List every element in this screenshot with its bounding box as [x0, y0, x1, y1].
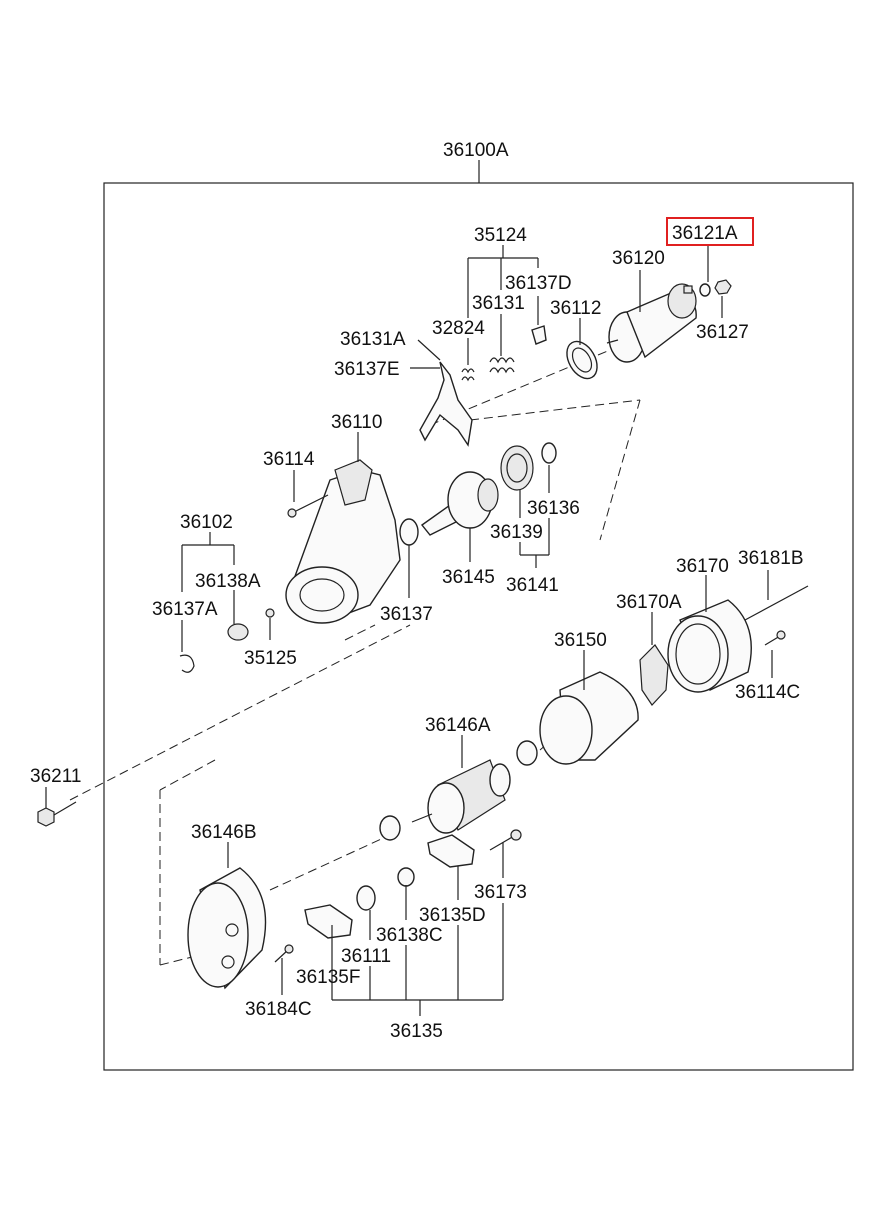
plate-36135D	[427, 834, 475, 868]
bushing-36138A	[227, 623, 249, 641]
label-36184C[interactable]: 36184C	[245, 999, 312, 1020]
label-36146B[interactable]: 36146B	[191, 822, 257, 843]
label-36114C[interactable]: 36114C	[735, 682, 800, 703]
ring-36137	[399, 518, 419, 546]
plug-35125	[265, 608, 275, 618]
end-cover-36146B	[187, 867, 267, 990]
armature-36146A	[411, 759, 511, 834]
label-36146A[interactable]: 36146A	[425, 715, 491, 736]
label-36111[interactable]: 36111	[341, 946, 391, 967]
label-36131[interactable]: 36131	[472, 293, 525, 314]
lever-36131A	[419, 361, 473, 447]
label-36139[interactable]: 36139	[490, 522, 543, 543]
washer-36138C	[397, 867, 415, 887]
label-36137D[interactable]: 36137D	[505, 273, 572, 294]
through-bolt-36181B	[744, 585, 809, 621]
label-36137[interactable]: 36137	[380, 604, 433, 625]
assembly-axes	[69, 349, 641, 966]
label-36145[interactable]: 36145	[442, 567, 495, 588]
label-35124[interactable]: 35124	[474, 225, 527, 246]
label-36141[interactable]: 36141	[506, 575, 559, 596]
screw-36184C	[274, 944, 294, 963]
bolt-36211	[37, 801, 77, 827]
part-labels: 36100A 36121A 35124 36120 36137D 36131 3…	[30, 140, 804, 1042]
label-36127[interactable]: 36127	[696, 322, 749, 343]
bearing-yoke	[516, 740, 538, 766]
label-36110[interactable]: 36110	[331, 412, 382, 433]
spring-32824	[461, 368, 475, 382]
label-36135D[interactable]: 36135D	[419, 905, 486, 926]
label-36102[interactable]: 36102	[180, 512, 233, 533]
brush-holder-36170A	[639, 644, 669, 706]
label-36100A[interactable]: 36100A	[443, 140, 509, 161]
label-36120[interactable]: 36120	[612, 248, 665, 269]
label-36136[interactable]: 36136	[527, 498, 580, 519]
label-36150[interactable]: 36150	[554, 630, 607, 651]
plate-36135F	[304, 904, 353, 939]
label-36137A[interactable]: 36137A	[152, 599, 218, 620]
yoke-36150	[539, 671, 639, 765]
gear-36139	[500, 445, 534, 491]
gasket-36112	[566, 340, 598, 380]
label-35125[interactable]: 35125	[244, 648, 297, 669]
leader-lines	[45, 245, 773, 1016]
label-36181B[interactable]: 36181B	[738, 548, 804, 569]
label-36135[interactable]: 36135	[390, 1021, 443, 1042]
label-36170[interactable]: 36170	[676, 556, 729, 577]
screw-36114C	[764, 630, 786, 646]
clutch-36145	[420, 471, 499, 536]
front-housing-36110	[285, 459, 401, 624]
washer-36121A	[699, 283, 711, 297]
bolt-36114	[287, 494, 329, 518]
rear-cover-36170	[667, 599, 752, 693]
screw-36173	[489, 829, 522, 851]
label-36114[interactable]: 36114	[263, 449, 315, 470]
o-ring-36111	[356, 885, 376, 911]
label-36138A[interactable]: 36138A	[195, 571, 261, 592]
nut-36127	[714, 279, 732, 295]
label-36135F[interactable]: 36135F	[296, 967, 360, 988]
solenoid-36120	[606, 283, 697, 363]
label-36131A[interactable]: 36131A	[340, 329, 406, 350]
label-36170A[interactable]: 36170A	[616, 592, 682, 613]
label-36112[interactable]: 36112	[550, 298, 601, 319]
label-36138C[interactable]: 36138C	[376, 925, 443, 946]
highlight-box-36121A	[666, 217, 754, 246]
label-36137E[interactable]: 36137E	[334, 359, 400, 380]
spring-36131	[489, 357, 515, 374]
bearing-armature	[379, 815, 401, 841]
snap-ring-36137A	[179, 654, 195, 673]
label-32824[interactable]: 32824	[432, 318, 485, 339]
clip-36137D	[531, 325, 547, 345]
label-36173[interactable]: 36173	[474, 882, 527, 903]
label-36121A[interactable]: 36121A	[672, 223, 738, 244]
label-36211[interactable]: 36211	[30, 766, 81, 787]
washer-36136	[541, 442, 557, 464]
